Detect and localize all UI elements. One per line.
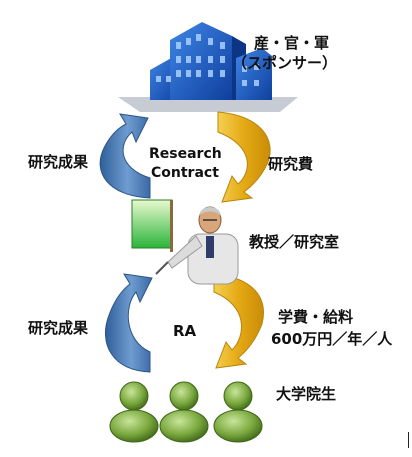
tuition-salary-label-line1: 学費・給料 — [278, 308, 354, 326]
professor-icon — [131, 199, 239, 285]
blue-arrow-lower — [104, 273, 153, 373]
student-3 — [213, 381, 263, 443]
research-results-lower-label: 研究成果 — [28, 319, 89, 337]
sponsor-label-line1: 産・官・軍 — [254, 34, 330, 52]
professor-lab-label: 教授／研究室 — [249, 233, 340, 251]
ra-label: RA — [173, 322, 197, 340]
students-icon — [109, 381, 263, 443]
gold-arrow-upper — [217, 111, 271, 203]
buildings-icon — [118, 22, 298, 112]
graduate-students-label: 大学院生 — [276, 385, 337, 403]
contract-label-line2: Contract — [151, 165, 219, 181]
gold-arrow-lower — [213, 273, 264, 369]
contract-label-line1: Research — [149, 146, 222, 162]
student-2 — [159, 381, 209, 443]
research-funds-label: 研究費 — [268, 155, 314, 173]
blue-arrow-upper — [99, 113, 151, 199]
sponsor-label-line2: （スポンサー） — [232, 54, 338, 72]
student-1 — [109, 381, 159, 443]
text-cursor — [408, 432, 409, 448]
tuition-salary-label-line2: 600万円／年／人 — [271, 330, 393, 348]
research-results-upper-label: 研究成果 — [28, 153, 89, 171]
